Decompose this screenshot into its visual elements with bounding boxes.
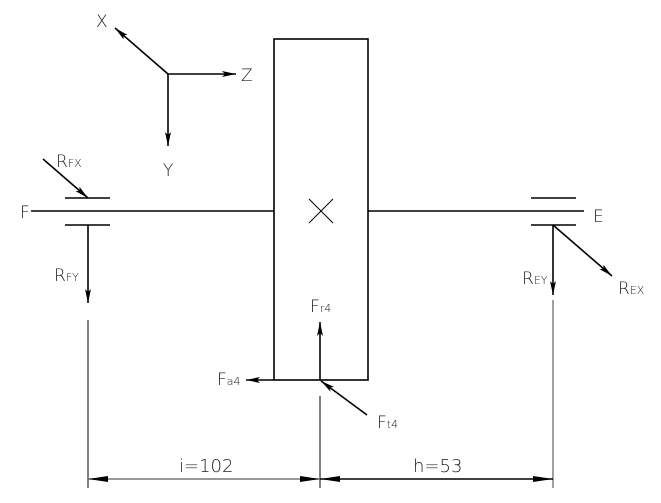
gear-center-cross-icon bbox=[308, 198, 334, 224]
ft4-arrow bbox=[320, 380, 368, 416]
bearing-e-label: E bbox=[593, 207, 604, 227]
rex-label: REX bbox=[618, 279, 644, 299]
x-axis-arrow bbox=[114, 27, 169, 75]
x-axis-label: X bbox=[96, 12, 108, 32]
rfx-label: RFX bbox=[56, 152, 82, 172]
rfy-label: RFY bbox=[54, 266, 79, 286]
dimension-h-label: h=53 bbox=[413, 456, 462, 477]
bearing-f-label: F bbox=[20, 203, 30, 223]
rex-arrow bbox=[552, 224, 613, 277]
gear-body bbox=[273, 38, 369, 381]
coordinate-axes: X Z Y bbox=[96, 12, 253, 181]
ft4-label: Ft4 bbox=[377, 413, 398, 433]
fa4-label: Fa4 bbox=[217, 370, 241, 390]
fr4-label: Fr4 bbox=[310, 297, 331, 317]
y-axis-label: Y bbox=[163, 161, 173, 181]
rey-label: REY bbox=[522, 269, 548, 289]
rfx-arrow bbox=[42, 158, 89, 199]
z-axis-label: Z bbox=[241, 66, 253, 86]
dimension-i-label: i=102 bbox=[179, 456, 233, 477]
